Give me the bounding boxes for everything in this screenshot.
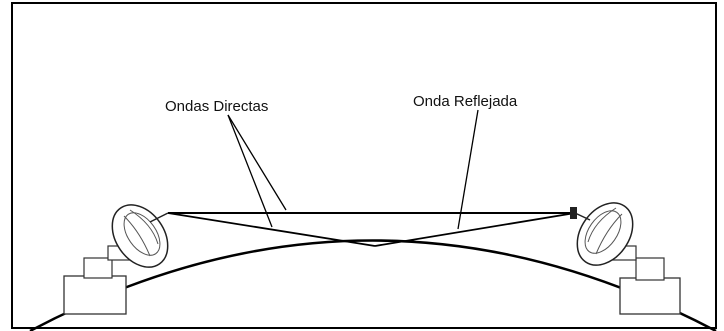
right-antenna-icon — [570, 202, 681, 315]
label-direct-waves: Ondas Directas — [165, 98, 268, 115]
diagram-frame — [11, 2, 717, 329]
label-reflected-wave: Onda Reflejada — [413, 93, 518, 110]
reflected-ray-incident — [167, 212, 376, 247]
earth-curve — [29, 239, 717, 331]
leader-direct-1 — [227, 114, 287, 211]
leader-direct-2 — [227, 114, 273, 228]
leader-reflected — [457, 109, 479, 230]
left-antenna-icon — [63, 204, 169, 315]
reflected-ray-outgoing — [374, 212, 576, 247]
